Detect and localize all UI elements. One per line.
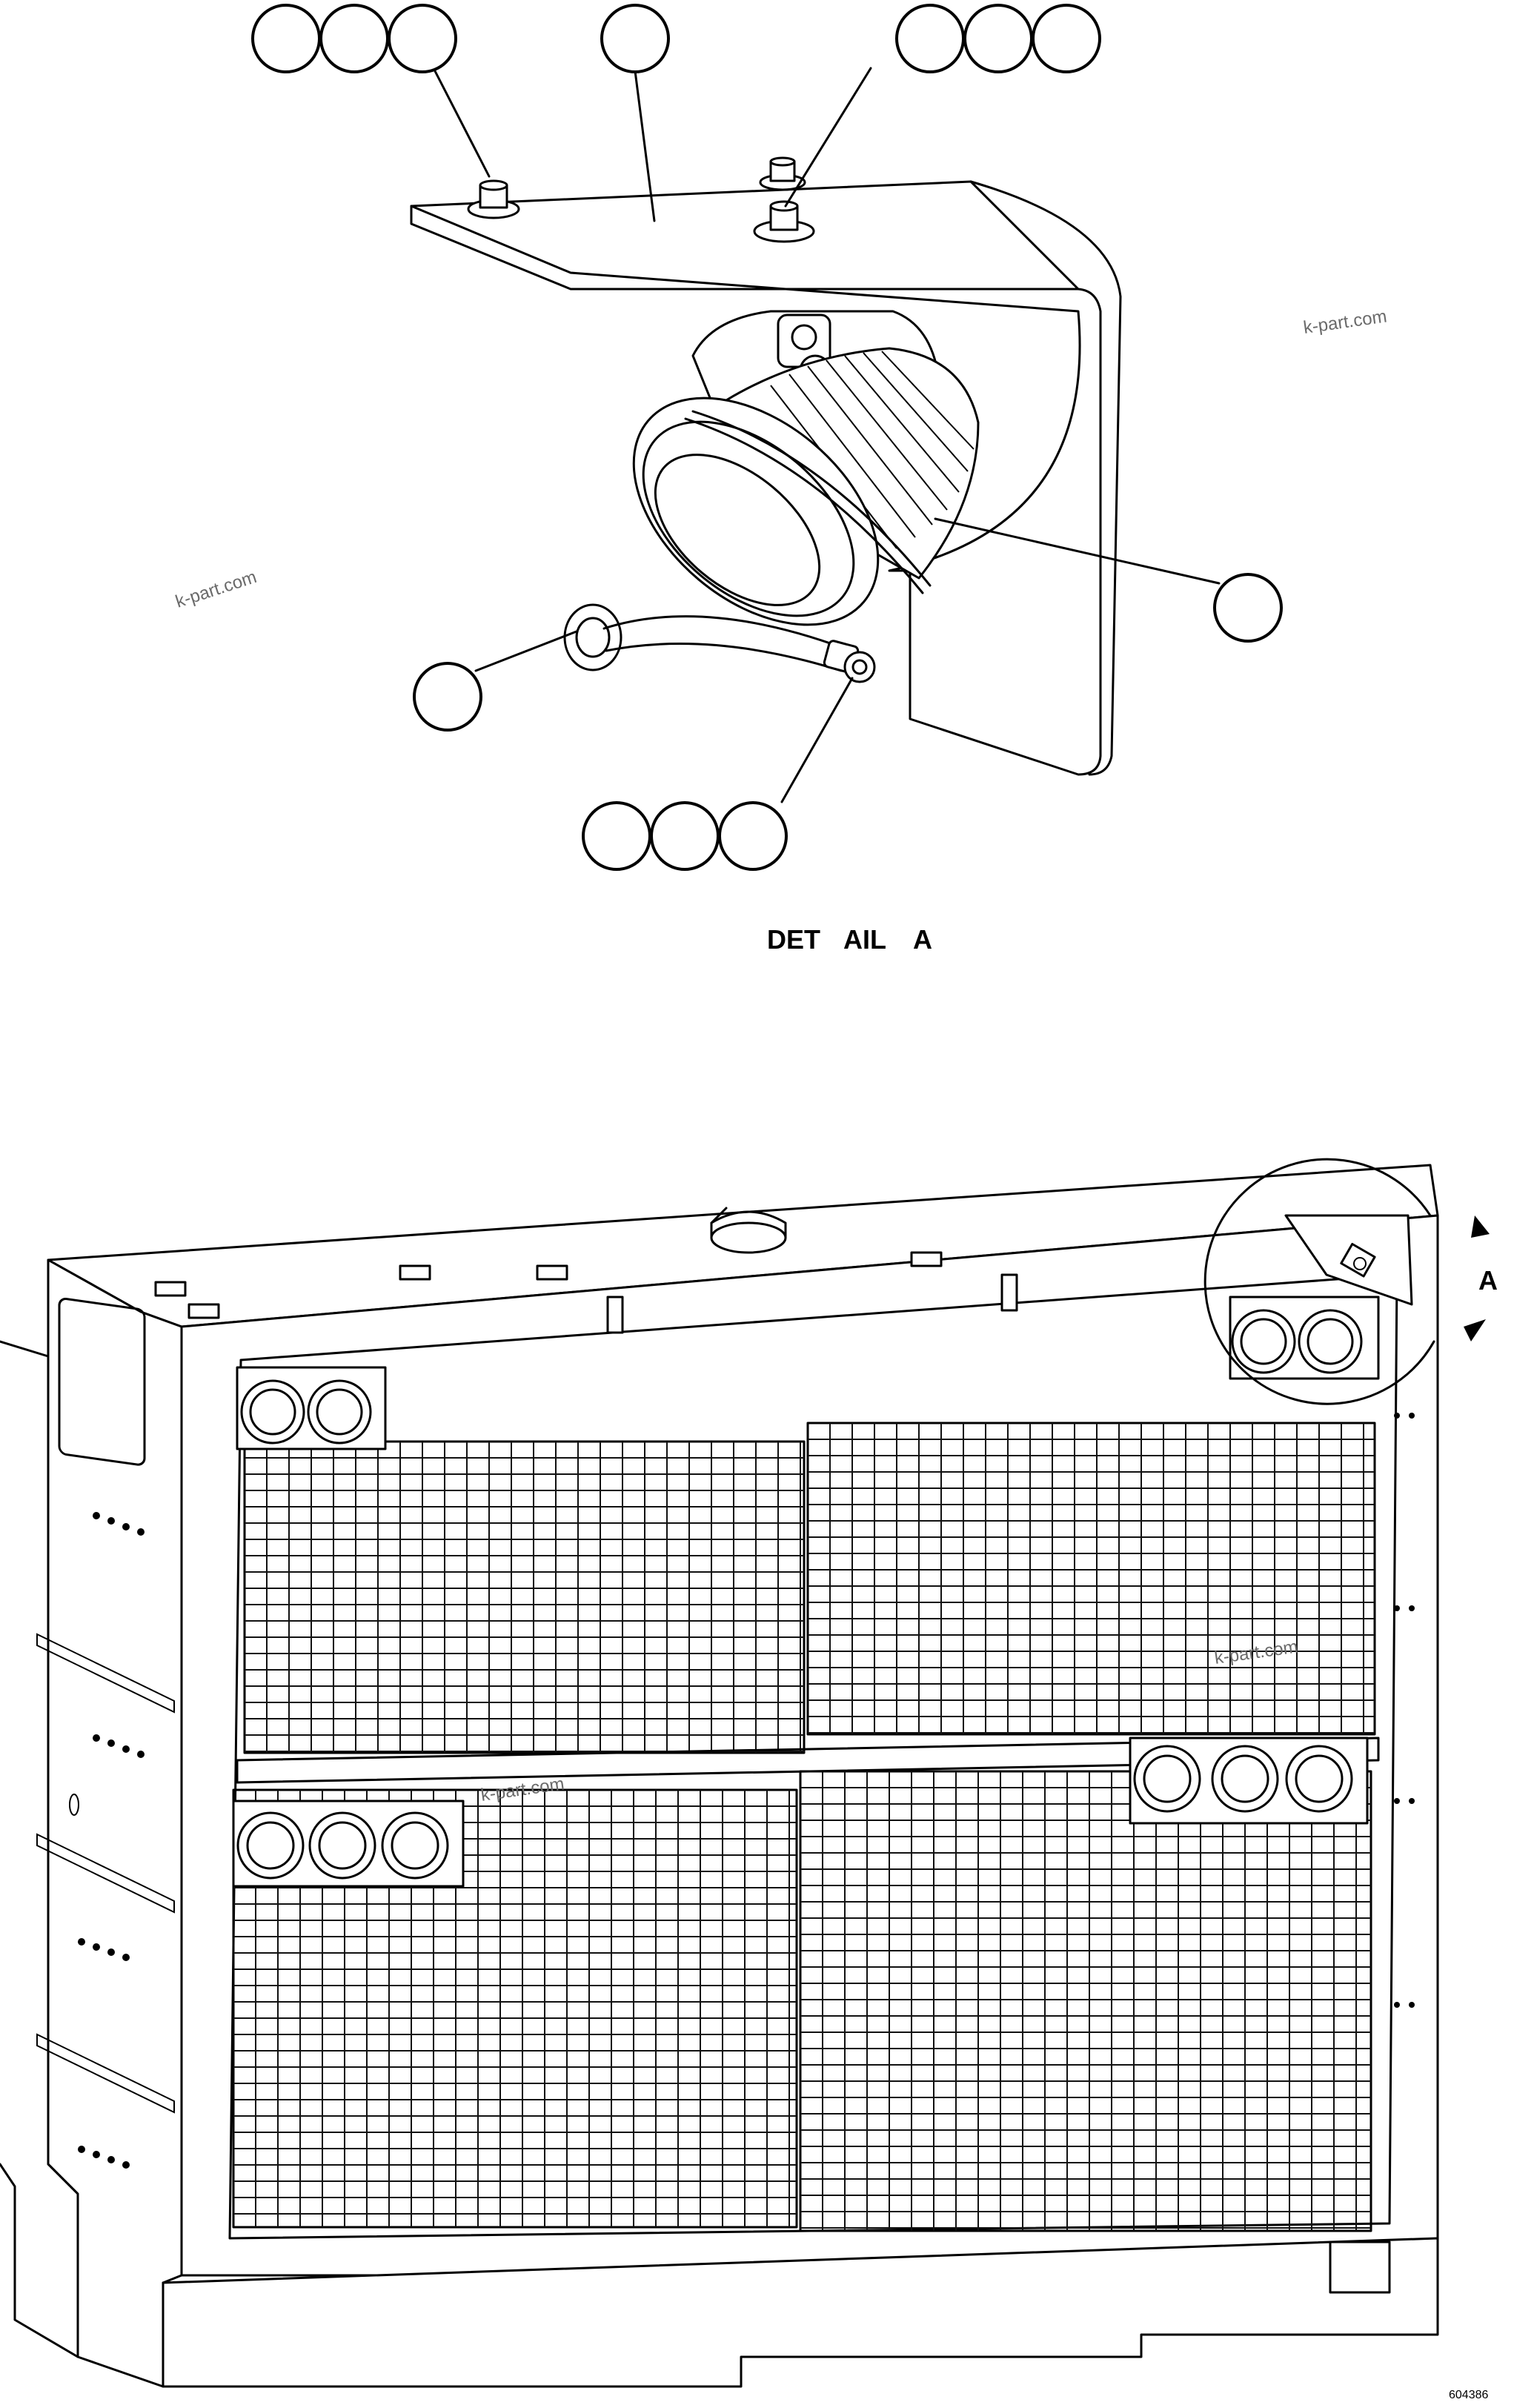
- leader-lines: [432, 67, 1221, 803]
- callout-bubble: [388, 4, 457, 73]
- lamp-cluster-upper-right: [1229, 1296, 1380, 1380]
- detail-marker: A: [1478, 1265, 1498, 1296]
- callout-bubble: [413, 662, 482, 732]
- mounting-bracket: [410, 205, 1102, 776]
- lower-skid: [162, 2237, 1439, 2388]
- detail-a-callout: A: [1203, 1158, 1498, 1405]
- detail-title-part: A: [913, 924, 932, 955]
- callout-bubble: [1032, 4, 1101, 73]
- callout-bubble: [1213, 573, 1283, 643]
- deck-pads: [154, 1251, 1018, 1334]
- bolt-right: [753, 200, 815, 243]
- callout-bubbles: [251, 4, 1283, 871]
- frame-dots: [1394, 1413, 1415, 2008]
- callout-bubble: [963, 4, 1033, 73]
- left-side-panel: [47, 1258, 183, 2388]
- core-grids: [232, 1422, 1376, 2232]
- bolt-rear: [759, 156, 806, 191]
- callout-bubble: [650, 801, 720, 871]
- callout-bubble: [600, 4, 670, 73]
- callout-bubble: [582, 801, 651, 871]
- data-plate: [1329, 2240, 1391, 2294]
- detail-title-part: AIL: [843, 924, 886, 955]
- detail-a-assembly: DET AIL A k-part.com k-part.com: [173, 4, 1388, 955]
- drawing-number: 604386: [1449, 2389, 1488, 2401]
- callout-bubble: [251, 4, 321, 73]
- radiator-assembly: A k-part.com k-part.com 604386: [0, 1158, 1498, 2401]
- lamp-cable: [563, 603, 876, 683]
- bolt-left: [467, 179, 520, 219]
- lamp-cluster-upper-left: [236, 1366, 387, 1450]
- detail-title: DET AIL A: [767, 924, 932, 955]
- callout-bubble: [718, 801, 788, 871]
- work-lamp: [632, 347, 980, 626]
- watermark: k-part.com: [1302, 306, 1388, 338]
- watermark: k-part.com: [173, 567, 259, 612]
- callout-bubble: [319, 4, 389, 73]
- callout-bubble: [895, 4, 965, 73]
- lamp-cluster-lower-left: [232, 1800, 465, 1888]
- filler-cap: [710, 1207, 787, 1254]
- side-bolts: [78, 1512, 145, 2169]
- detail-title-part: DET: [767, 924, 820, 955]
- lamp-cluster-lower-right: [1129, 1737, 1369, 1825]
